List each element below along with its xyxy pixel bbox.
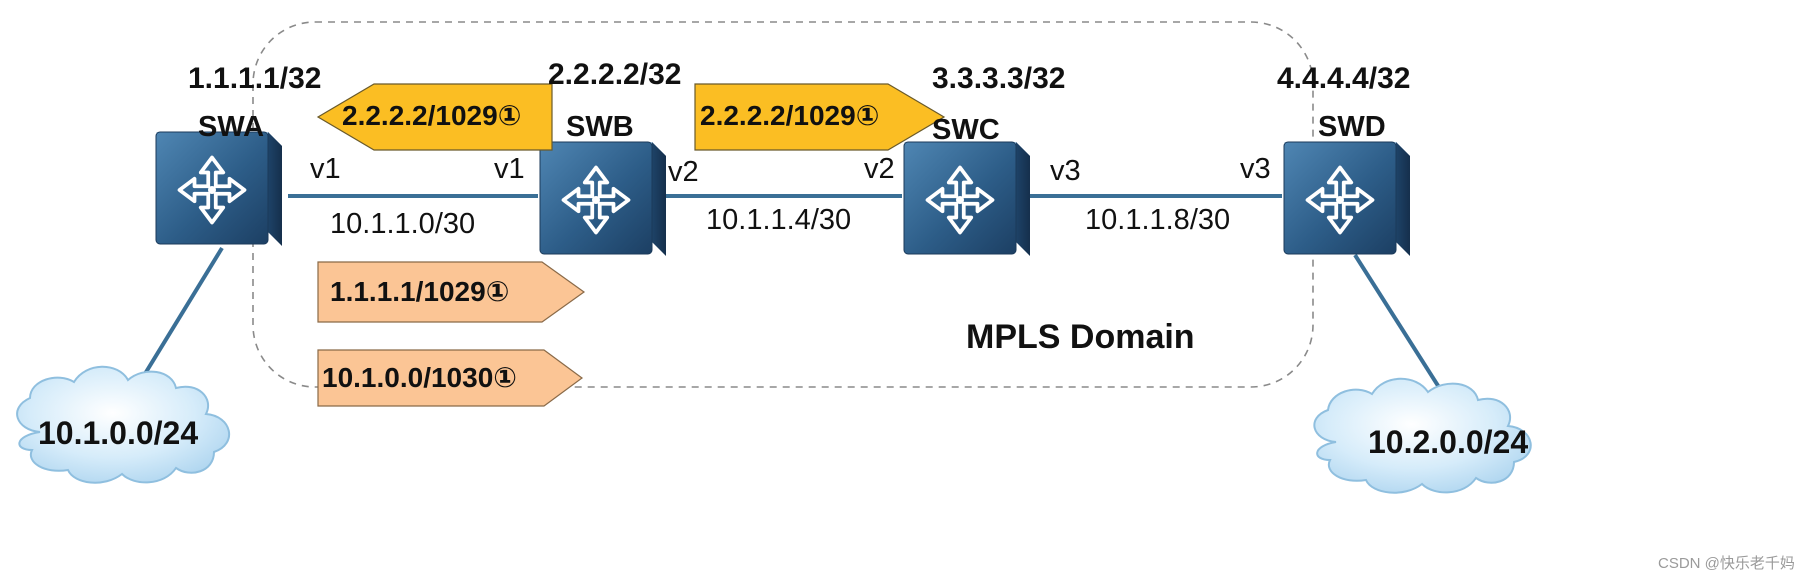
device-name-swd: SWD xyxy=(1318,111,1386,143)
link-swd-cloud xyxy=(1353,253,1444,394)
device-name-swc: SWC xyxy=(932,114,1000,146)
interface-swb-v2: v2 xyxy=(668,156,699,188)
switch-swd-icon xyxy=(1283,141,1410,256)
interface-swd-v3: v3 xyxy=(1240,153,1271,185)
link-subnet-swa-swb: 10.1.1.0/30 xyxy=(330,208,476,240)
label-tag-swb-to-swa: 2.2.2.2/1029① xyxy=(342,100,522,131)
loopback-swb: 2.2.2.2/32 xyxy=(548,58,682,91)
device-name-swa: SWA xyxy=(198,111,265,143)
interface-swc-v3: v3 xyxy=(1050,155,1081,187)
switch-swb-icon xyxy=(539,141,666,256)
label-tag-swb-to-swc-shape xyxy=(694,83,946,151)
watermark: CSDN @快乐老千妈 xyxy=(1658,555,1795,572)
cloud-left xyxy=(16,365,231,484)
cloud-right-network: 10.2.0.0/24 xyxy=(1368,424,1529,460)
label-tag-swa-1111: 1.1.1.1/1029① xyxy=(330,276,510,307)
label-tag-swa-10100-shape xyxy=(317,349,584,407)
loopback-swd: 4.4.4.4/32 xyxy=(1277,62,1411,95)
link-swa-cloud xyxy=(130,246,224,397)
interface-swb-v1: v1 xyxy=(494,153,525,185)
link-subnet-swc-swd: 10.1.1.8/30 xyxy=(1085,204,1231,236)
interface-swc-v2: v2 xyxy=(864,153,895,185)
cloud-right xyxy=(1313,377,1532,494)
link-subnet-swb-swc: 10.1.1.4/30 xyxy=(706,204,852,236)
device-name-swb: SWB xyxy=(566,111,634,143)
interface-swa-v1: v1 xyxy=(310,153,341,185)
loopback-swc: 3.3.3.3/32 xyxy=(932,62,1066,95)
mpls-domain-label: MPLS Domain xyxy=(966,318,1195,356)
cloud-left-network: 10.1.0.0/24 xyxy=(38,415,199,451)
switch-swa-icon xyxy=(155,131,282,246)
switch-swc-icon xyxy=(903,141,1030,256)
label-tag-swa-10100: 10.1.0.0/1030① xyxy=(322,362,517,393)
label-tag-swa-1111-shape xyxy=(317,261,586,323)
label-tag-swb-to-swa-shape xyxy=(316,83,553,151)
label-tag-swb-to-swc: 2.2.2.2/1029① xyxy=(700,100,880,131)
loopback-swa: 1.1.1.1/32 xyxy=(188,62,322,95)
